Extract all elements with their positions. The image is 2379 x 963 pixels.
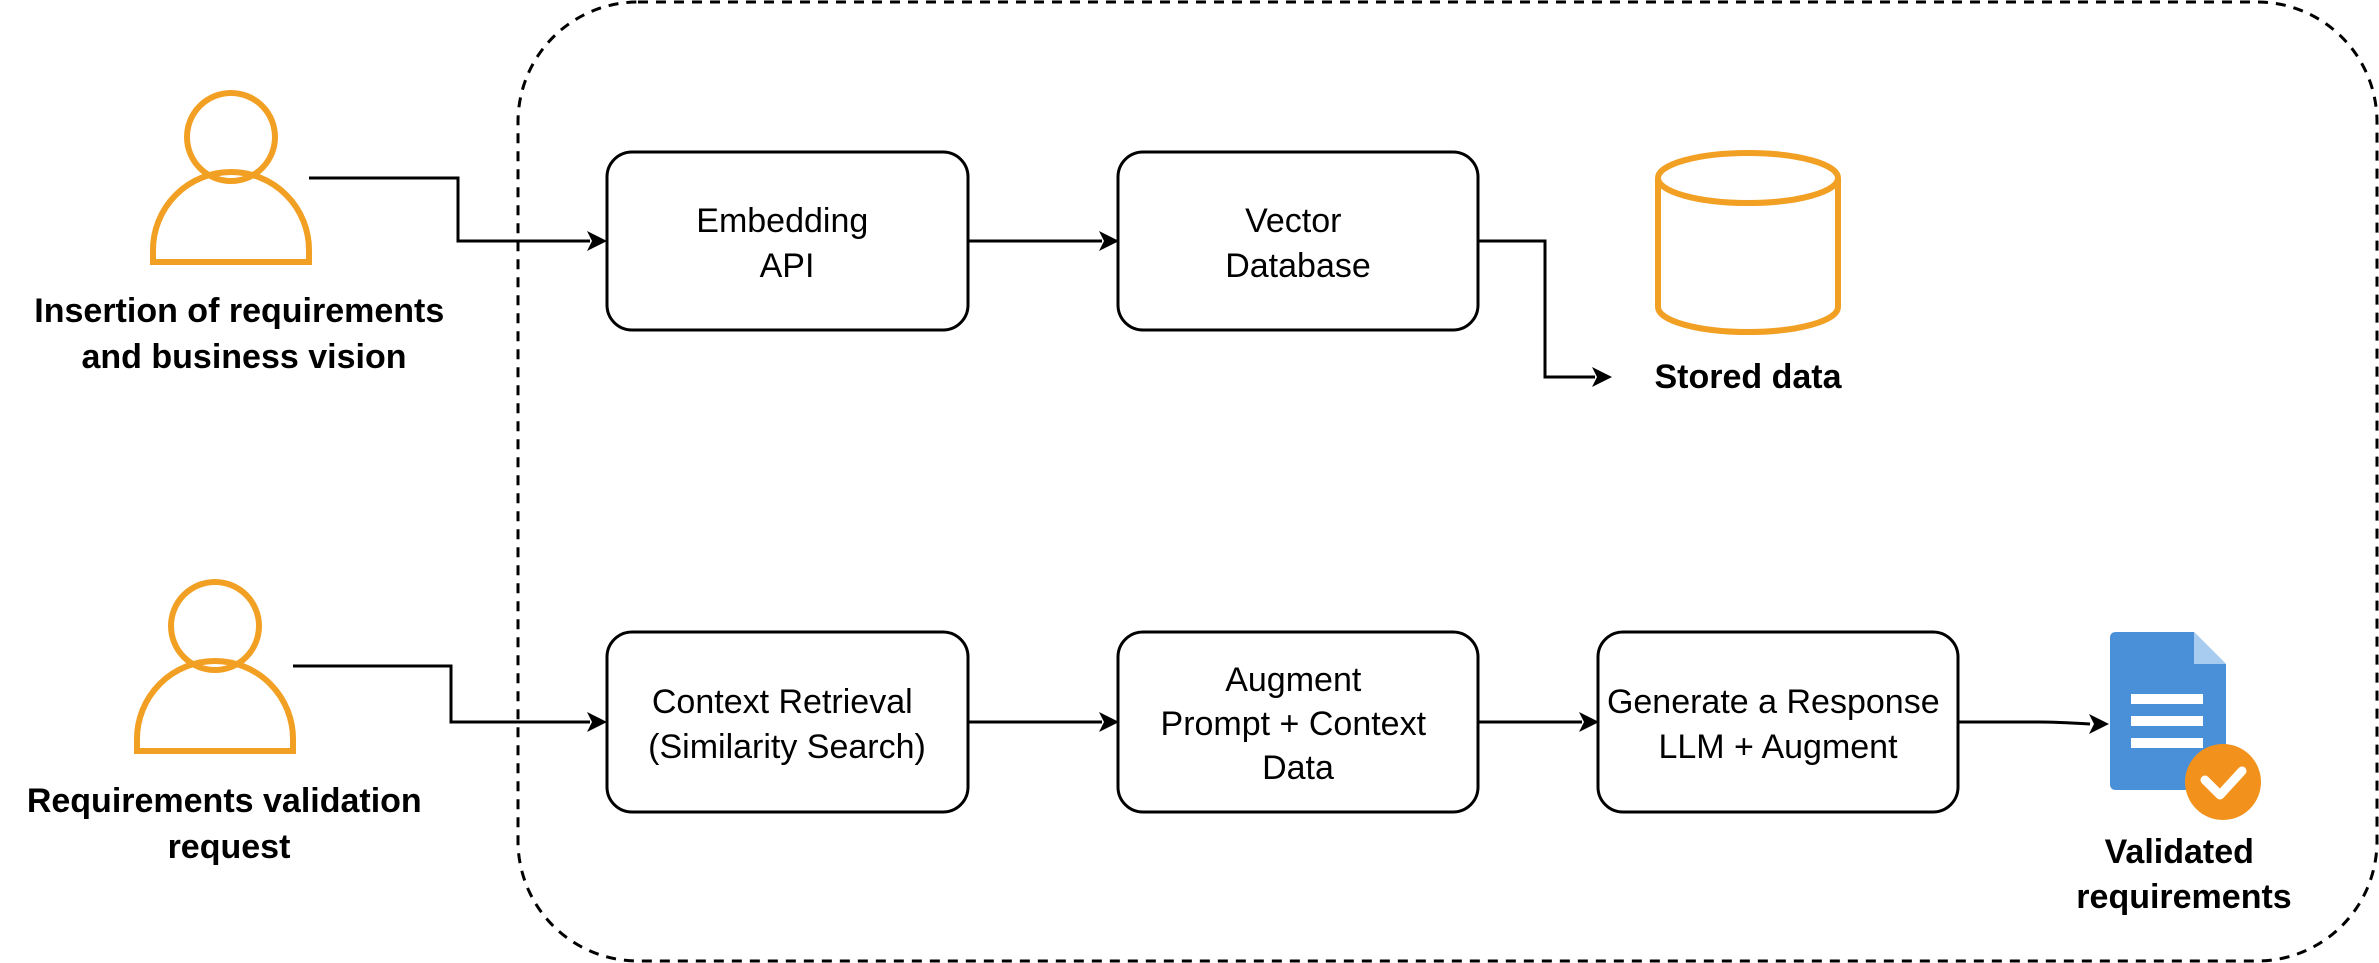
validated-label-line2: requirements [2076, 878, 2291, 916]
svg-text:Requirements validation: Requirements validation request [27, 782, 431, 866]
database-cylinder-icon [1655, 150, 1841, 335]
output-validated-requirements: Validated requirements [2076, 632, 2292, 916]
connector-vector-db-to-stored-data [1478, 239, 1612, 387]
step-embedding-line2: API [760, 247, 815, 285]
step-generate-line2: LLM + Augment [1658, 728, 1898, 766]
step-embedding-line1: Embedding [696, 202, 868, 240]
person-icon [150, 90, 312, 265]
step-augment-line1: Augment [1225, 661, 1362, 699]
stored-data-label: Stored data [1654, 358, 1842, 396]
step-vector-db-line1: Vector [1245, 202, 1341, 240]
step-context-retrieval-line2: (Similarity Search) [648, 728, 926, 766]
person-icon [134, 579, 296, 754]
output-stored-data: Stored data [1654, 150, 1843, 396]
connector-retrieval-to-augment [968, 712, 1119, 732]
step-vector-database: Vector Database [1116, 150, 1480, 332]
actor-validation-label-line1: Requirements validation [27, 782, 422, 820]
actor-validation: Requirements validation request [27, 579, 431, 866]
connector-insertion-to-embedding [309, 176, 607, 251]
actor-insertion-label-line1: Insertion of requirements [34, 292, 444, 330]
connector-validation-to-retrieval [293, 664, 607, 732]
connector-embedding-to-vector-db [968, 231, 1119, 251]
svg-text:Validated requirements: Validated requirements [2076, 833, 2291, 916]
validated-label-line1: Validated [2105, 833, 2254, 871]
svg-text:Context Retrieval (Simil: Context Retrieval (Similarity Search) [648, 683, 926, 766]
step-vector-db-line2: Database [1225, 247, 1371, 285]
actor-validation-label-line2: request [168, 828, 291, 866]
svg-text:Augment Prompt + Context: Augment Prompt + Context Data [1161, 661, 1436, 787]
step-generate-response: Generate a Response LLM + Augment [1596, 630, 1960, 814]
document-check-icon [2110, 632, 2261, 820]
step-augment: Augment Prompt + Context Data [1116, 630, 1480, 814]
svg-text:Insertion of requirements: Insertion of requirements and business v… [34, 292, 453, 376]
actor-insertion: Insertion of requirements and business v… [34, 90, 453, 376]
svg-text:Vector Database: Vector Database [1225, 202, 1371, 285]
step-generate-line1: Generate a Response [1607, 683, 1940, 721]
system-boundary [516, 0, 2379, 963]
connector-generate-to-validated [1958, 714, 2109, 734]
step-augment-line2: Prompt + Context [1161, 705, 1427, 743]
svg-text:Generate a Response LLM: Generate a Response LLM + Augment [1607, 683, 1949, 766]
connector-augment-to-generate [1478, 712, 1599, 732]
step-embedding-api: Embedding API [605, 150, 970, 332]
step-context-retrieval-line1: Context Retrieval [652, 683, 913, 721]
step-context-retrieval: Context Retrieval (Similarity Search) [605, 630, 970, 814]
svg-text:Embedding API: Embedding API [696, 202, 877, 285]
actor-insertion-label-line2: and business vision [82, 338, 407, 376]
step-augment-line3: Data [1262, 749, 1334, 787]
